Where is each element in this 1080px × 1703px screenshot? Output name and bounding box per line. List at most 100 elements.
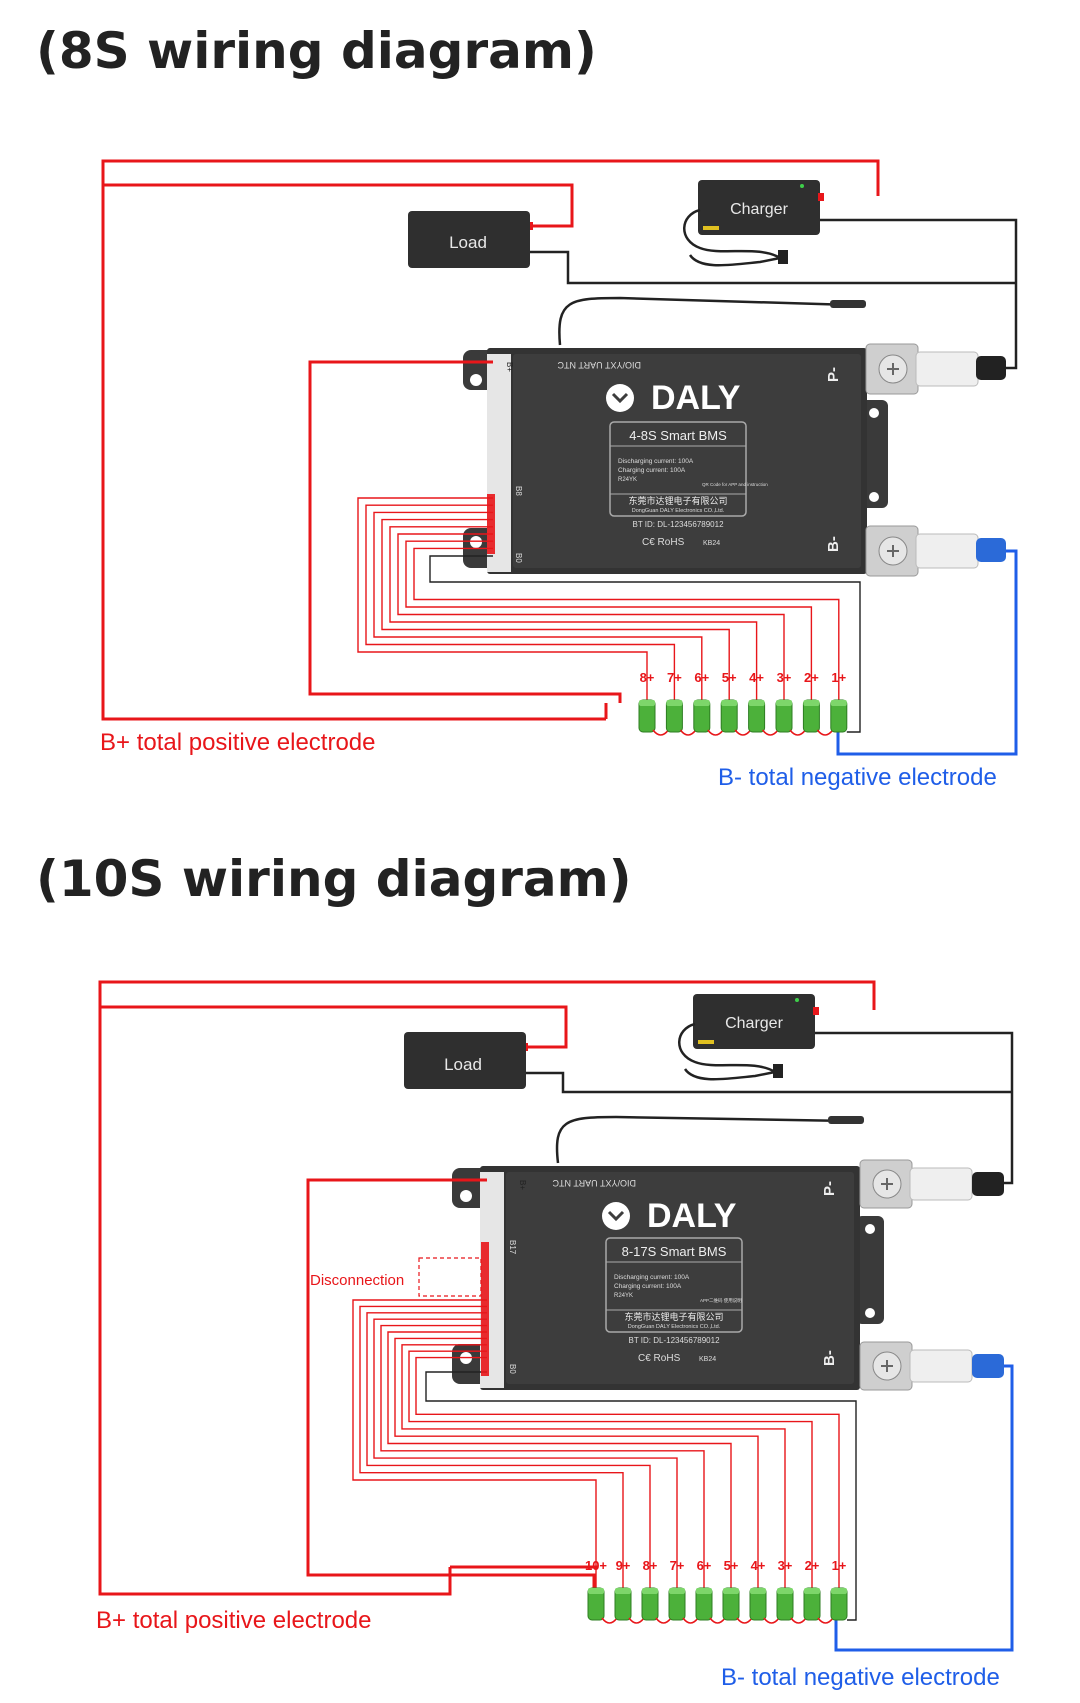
cell-terminal-label: 2+ — [805, 1558, 820, 1573]
cell-terminal-label: 8+ — [643, 1558, 658, 1573]
pin-b8-label: B8 — [514, 486, 523, 496]
series-link — [790, 1617, 807, 1624]
negative-electrode-label: B- total negative electrode — [721, 1664, 1000, 1691]
series-link — [763, 1617, 780, 1624]
p-terminal — [859, 1159, 1004, 1209]
load-label: Load — [449, 233, 487, 252]
bms-certs: C€ RoHS — [638, 1353, 681, 1364]
series-link — [679, 729, 697, 736]
balance-lead — [357, 497, 648, 700]
cell-terminal-label: 3+ — [777, 670, 792, 685]
battery-cell-cap — [615, 1588, 631, 1594]
load-label: Load — [444, 1055, 482, 1074]
battery-cell-cap — [804, 1588, 820, 1594]
battery-cell-cap — [748, 700, 765, 706]
balance-lead — [366, 1312, 651, 1588]
battery-cell-cap — [588, 1588, 604, 1594]
series-link — [628, 1617, 645, 1624]
balance-lead — [387, 1331, 732, 1588]
diagram-title-10s: (10S wiring diagram) — [36, 850, 632, 908]
balance-lead — [408, 1350, 813, 1588]
cell-terminal-label: 8+ — [640, 670, 655, 685]
balance-lead — [405, 540, 813, 700]
positive-electrode-label: B+ total positive electrode — [100, 729, 376, 756]
bms-brand: DALY — [647, 1197, 737, 1235]
b0-lead — [429, 555, 861, 733]
series-link — [601, 1617, 618, 1624]
series-link — [707, 729, 724, 736]
pin-b0-label: B0 — [508, 1364, 517, 1374]
balance-lead — [373, 1318, 678, 1588]
bms-company-en: DongGuan DALY Electronics CO.,Ltd. — [632, 508, 725, 514]
port-labels: DIO/YXT UART NTC — [552, 1178, 636, 1188]
balance-lead — [389, 526, 758, 700]
terminal-b-label: B- — [821, 1350, 838, 1366]
bms-certs: C€ RoHS — [642, 537, 685, 548]
balance-wires — [352, 1242, 857, 1621]
series-link — [817, 1617, 834, 1624]
bms-bt-id: BT ID: DL-123456789012 — [632, 520, 724, 529]
bms-spec-code: R24YK — [614, 1293, 633, 1299]
balance-wires — [357, 494, 861, 733]
bms-model: 4-8S Smart BMS — [629, 428, 727, 443]
series-link — [816, 729, 834, 736]
cell-terminal-label: 4+ — [749, 670, 764, 685]
series-link — [736, 1617, 753, 1624]
charger-negative-wire — [815, 1031, 1014, 1185]
balance-lead — [373, 511, 703, 700]
b-terminal — [865, 525, 1006, 577]
pin-b0-label: B0 — [514, 553, 523, 563]
load: Load — [408, 211, 530, 268]
bms-company-cn: 东莞市达锂电子有限公司 — [624, 1311, 723, 1322]
port-labels: DIO/YXT UART NTC — [557, 360, 641, 370]
wiring-diagram-8s: Charger Load B+ B8 B0 DIO/YXT UART NTC P… — [100, 159, 1018, 791]
charger-negative-wire — [820, 218, 1018, 370]
bms-spec-discharge: Discharging current: 100A — [614, 1274, 690, 1281]
diagram-title-8s: (8S wiring diagram) — [36, 22, 597, 80]
balance-connector — [481, 1242, 489, 1376]
load-negative-wire — [525, 1071, 1012, 1094]
load: Load — [404, 1032, 526, 1089]
bms-spec-code: R24YK — [618, 477, 637, 483]
terminal-b-label: B- — [825, 536, 842, 552]
bms-qr-note: QR Code for APP and instruction — [702, 482, 768, 487]
cell-terminal-label: 4+ — [751, 1558, 766, 1573]
balance-lead — [413, 547, 840, 700]
daly-logo-icon — [606, 384, 634, 412]
cell-terminal-label: 1+ — [832, 1558, 847, 1573]
battery-pack: 10+9+8+7+6+5+4+3+2+1+ — [585, 1558, 848, 1624]
cell-terminal-label: 2+ — [804, 670, 819, 685]
cell-terminal-label: 5+ — [722, 670, 737, 685]
battery-cell-cap — [669, 1588, 685, 1594]
pin-bplus-label: B+ — [505, 362, 514, 372]
balance-lead — [397, 533, 785, 700]
bms-brand: DALY — [651, 379, 741, 417]
bms-qr-note: APP二维码 使用说明 — [700, 1297, 742, 1304]
battery-cell-cap — [777, 1588, 793, 1594]
bms-batch: KB24 — [703, 540, 720, 547]
b0-lead — [425, 1371, 857, 1621]
series-link — [655, 1617, 672, 1624]
battery-cell-cap — [693, 700, 710, 706]
battery-cell-cap — [776, 700, 792, 706]
battery-cell-cap — [639, 700, 655, 706]
bms-batch: KB24 — [699, 1356, 716, 1363]
balance-lead — [394, 1337, 759, 1588]
wiring-diagram-10s: Charger Load B+ B17 B0 DIO/YXT UART NTC … — [96, 980, 1014, 1691]
balance-connector — [487, 494, 495, 554]
battery-cell-cap — [803, 700, 820, 706]
bms-company-cn: 东莞市达锂电子有限公司 — [628, 495, 727, 506]
cell-terminal-label: 6+ — [694, 670, 709, 685]
series-link — [761, 729, 779, 736]
battery-cell-cap — [830, 700, 847, 706]
charger-label: Charger — [730, 201, 788, 218]
terminal-p-label: P- — [825, 367, 842, 382]
pin-bplus-label: B+ — [518, 1180, 527, 1190]
balance-lead — [359, 1305, 624, 1588]
cell-terminal-label: 9+ — [616, 1558, 631, 1573]
bplus-sense-wire — [308, 360, 622, 703]
series-link — [734, 729, 752, 736]
b-terminal — [859, 1341, 1004, 1391]
series-link — [709, 1617, 726, 1624]
balance-lead — [415, 1356, 840, 1588]
